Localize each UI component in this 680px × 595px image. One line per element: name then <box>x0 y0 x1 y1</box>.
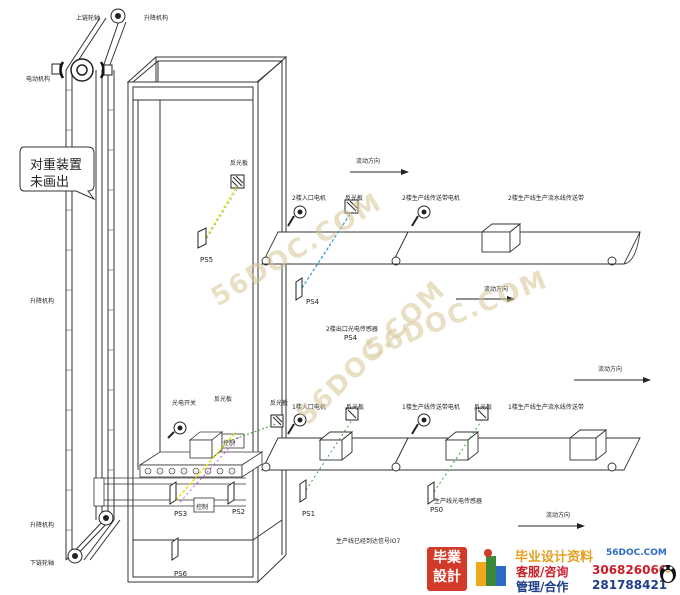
ps2-sensor-icon <box>227 481 235 505</box>
label-ps4: PS4 <box>344 334 358 342</box>
penguin-icon <box>660 565 676 583</box>
tower-reflector-icon <box>230 174 245 189</box>
ps5-sensor-icon <box>197 227 207 249</box>
ps4-top-sensor-icon <box>295 277 303 301</box>
label-belt-1: 1楼生产线生产流水线传送带 <box>508 404 584 411</box>
label-ps6: PS6 <box>174 570 188 578</box>
platform-motor-icon <box>167 421 187 439</box>
kefu-label: 客服/咨询 <box>516 565 569 579</box>
label-conveyor-motor-2: 2楼生产线传送带电机 <box>402 195 460 202</box>
label-ps0-sensor: 生产线光电传感器 <box>434 498 483 505</box>
tower-frame <box>126 56 288 583</box>
upper-cargo-box <box>480 223 522 253</box>
label-sensor-left: 光电开关 <box>172 400 197 407</box>
label-inlet-motor-2: 2楼入口电机 <box>292 195 326 202</box>
brand-title: 毕业设计资料 <box>515 550 594 565</box>
manage-label: 管理/合作 <box>516 580 569 594</box>
label-flow-2: 流动方向 <box>484 286 509 293</box>
label-reflector-left: 反光板 <box>214 396 233 403</box>
ps0-sensor-icon <box>427 481 435 505</box>
label-flow-4: 流动方向 <box>546 512 571 519</box>
label-ps3: PS3 <box>174 510 188 518</box>
reflector-left-icon <box>270 414 284 428</box>
label-drive-motor: 电动机构 <box>26 76 51 83</box>
upper-conveyor <box>261 231 641 266</box>
upper-inlet-motor-icon <box>287 205 307 227</box>
label-outlet-sensor-2: 2楼出口光电传感器 <box>326 326 378 333</box>
lower-reflector-a-icon <box>345 407 359 421</box>
label-reflector-tower: 反光板 <box>230 160 249 167</box>
manage-number: 281788421 <box>592 578 668 592</box>
upper-conveyor-motor-icon <box>411 205 431 227</box>
label-ps5: PS5 <box>200 256 214 264</box>
label-reflector-1c: 反光板 <box>474 404 493 411</box>
label-inlet-motor-1: 1楼入口电机 <box>292 404 326 411</box>
lower-conveyor-motor-icon <box>411 413 431 435</box>
label-lift-mechanism-mid: 升降机构 <box>30 298 55 305</box>
label-exit-signal: 生产线已经到达信号IO7 <box>336 538 401 545</box>
lower-cargo-boxes <box>318 429 608 461</box>
label-ps4-top: PS4 <box>306 298 320 306</box>
upper-reflector-icon <box>344 199 359 214</box>
ps6-sensor-icon <box>171 537 179 561</box>
label-lower-sprocket: 下链轮轴 <box>30 560 55 567</box>
label-flow-1: 流动方向 <box>356 158 381 165</box>
label-belt-2: 2楼生产线生产流水线传送带 <box>508 195 584 202</box>
platform-rollers <box>144 467 236 475</box>
label-top-sprocket: 上链轮轴 <box>76 15 101 22</box>
lower-inlet-motor-icon <box>287 413 307 435</box>
brand-url: 56DOC.COM <box>606 548 667 558</box>
label-reflector-2: 反光板 <box>345 195 364 202</box>
kefu-number: 306826066 <box>592 563 668 577</box>
callout-text: 对重装置未画出 <box>30 158 83 190</box>
label-lift-chain-top: 升降机构 <box>144 15 169 22</box>
drive-motor-icon <box>51 58 113 82</box>
ps3-sensor-icon <box>169 481 177 505</box>
platform-box <box>188 431 224 459</box>
label-lift-bottom: 升降机构 <box>30 522 55 529</box>
tower-beam <box>205 185 238 239</box>
top-sprocket-icon <box>110 8 126 24</box>
bottom-sprocket-icon <box>67 510 114 564</box>
callout-bubble <box>19 146 96 201</box>
label-flow-3: 流动方向 <box>598 366 623 373</box>
label-platform-box: 控制 <box>196 504 209 511</box>
label-ps2: PS2 <box>232 508 246 516</box>
label-ps0: PS0 <box>430 506 444 514</box>
books-icon <box>476 549 506 586</box>
control-cabinet <box>193 433 245 513</box>
label-conveyor-motor-1: 1楼生产线传送带电机 <box>402 404 460 411</box>
label-reflector-1a: 反光板 <box>270 400 289 407</box>
brand-logo: 毕業設計 <box>427 547 467 591</box>
ps1-sensor-icon <box>299 479 307 503</box>
label-cabinet-small: 控制 <box>223 440 236 447</box>
label-reflector-1b: 反光板 <box>346 404 365 411</box>
lift-platform <box>93 451 264 507</box>
label-ps1: PS1 <box>302 510 316 518</box>
